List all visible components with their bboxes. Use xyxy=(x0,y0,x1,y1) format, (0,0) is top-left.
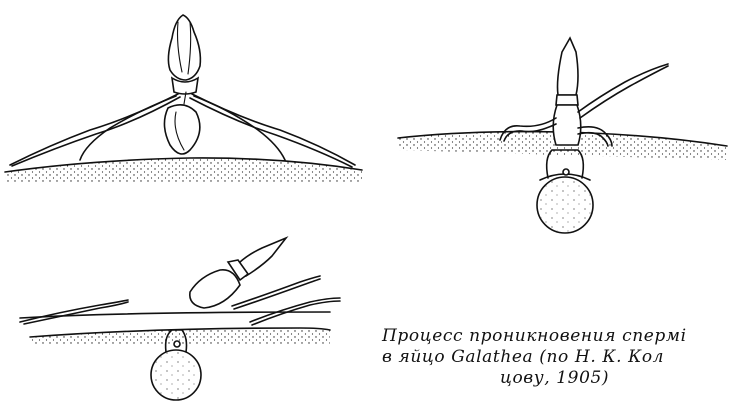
sperm-head-2 xyxy=(558,38,579,95)
figure-caption: Процесс проникновения спермі в яйцо Gala… xyxy=(382,326,727,389)
egg-surface-1 xyxy=(5,158,362,182)
panel-stage-2 xyxy=(398,38,727,233)
panel-stage-1 xyxy=(5,15,362,182)
panel-stage-3 xyxy=(20,238,340,400)
caption-line-2: в яйцо Galathea (по Н. К. Кол xyxy=(382,347,727,368)
sperm-head-1 xyxy=(168,15,200,80)
caption-line-3: цову, 1905) xyxy=(382,368,727,389)
caption-line-1: Процесс проникновения спермі xyxy=(382,326,727,347)
